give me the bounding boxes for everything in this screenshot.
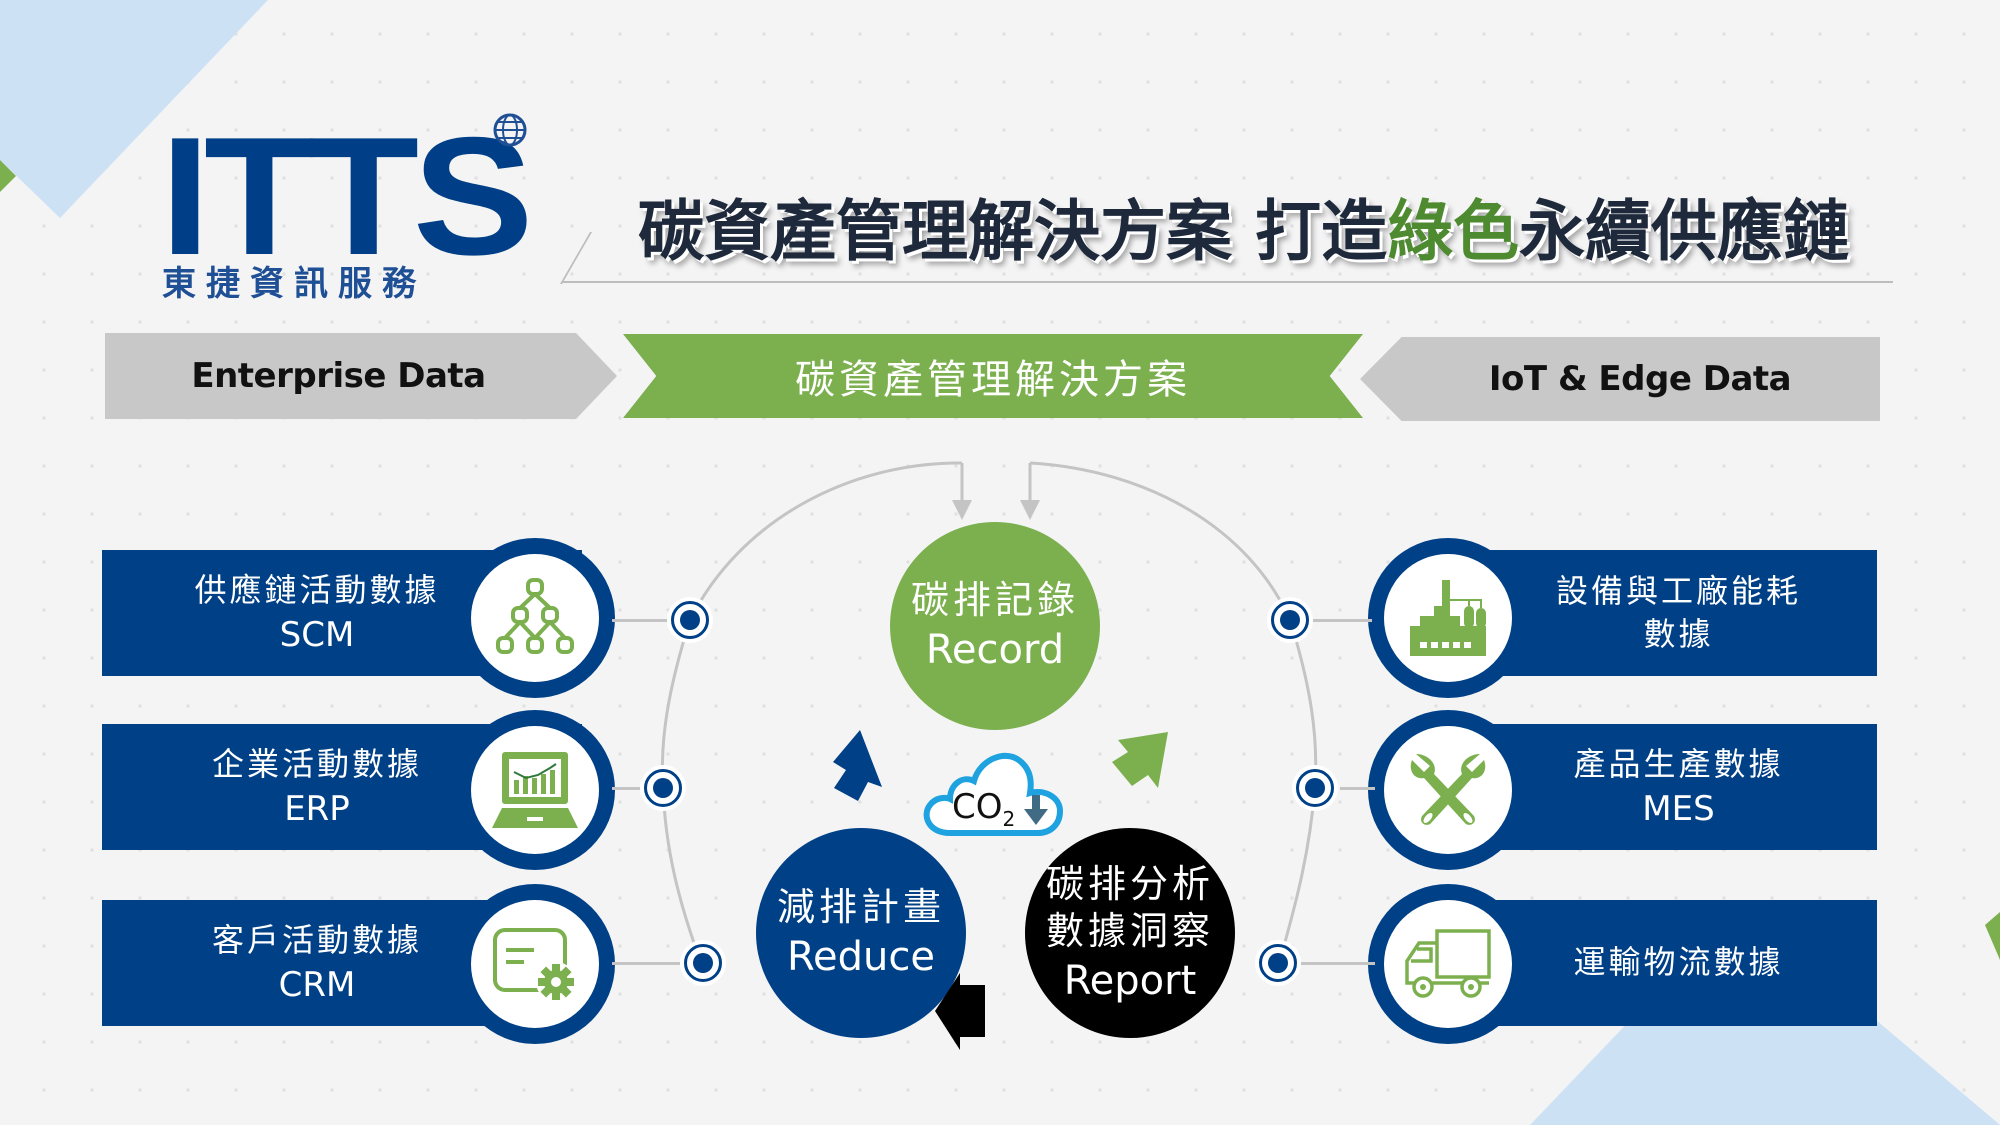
reduce-label-en: Reduce — [787, 933, 935, 980]
row-label-zh: 客戶活動數據 — [211, 921, 422, 960]
row-label-zh: 供應鏈活動數據 — [194, 571, 440, 610]
connector-node — [1255, 940, 1301, 986]
arrow-down-right-icon — [1112, 732, 1168, 788]
mes-icon-circle — [1368, 710, 1528, 870]
co2-text: CO — [952, 787, 1003, 827]
co2-cloud: CO2 — [920, 745, 1080, 840]
connector-node — [667, 597, 713, 643]
connector-line — [1310, 619, 1372, 622]
banner-left-label: Enterprise Data — [191, 356, 486, 396]
connector-line — [612, 962, 687, 965]
row-label-en: SCM — [279, 614, 355, 655]
row-label-en: MES — [1642, 788, 1715, 829]
reduce-label-zh: 減排計畫 — [776, 885, 945, 930]
banner-center-label: 碳資產管理解決方案 — [795, 357, 1191, 403]
scm-icon-circle — [455, 538, 615, 698]
report-label-zh-1: 碳排分析 — [1045, 861, 1214, 906]
connector-node — [1267, 597, 1313, 643]
row-label-zh: 產品生產數據 — [1573, 745, 1784, 784]
banner-enterprise-data: Enterprise Data — [105, 333, 617, 419]
row-label-zh: 運輸物流數據 — [1573, 943, 1784, 982]
row-label-en: CRM — [278, 964, 356, 1005]
crm-icon-circle — [455, 884, 615, 1044]
logistics-icon-circle — [1368, 884, 1528, 1044]
connector-line — [1340, 787, 1375, 790]
wrench-tools-icon — [1410, 754, 1486, 825]
co2-subscript: 2 — [1002, 806, 1016, 831]
connector-node — [1292, 765, 1338, 811]
co2-cloud-down-icon — [923, 752, 1064, 836]
connector-node — [640, 765, 686, 811]
factory-icon-circle — [1368, 538, 1528, 698]
title-part-1: 碳資產管理解決方案 打造 — [638, 193, 1387, 270]
supply-chain-hierarchy-icon — [496, 578, 574, 654]
globe-icon — [493, 113, 527, 147]
connector-line — [612, 787, 647, 790]
row-label-zh: 企業活動數據 — [211, 745, 422, 784]
itts-logo: ITTS — [160, 102, 534, 290]
row-label-sub: 數據 — [1643, 615, 1714, 653]
page-title: 碳資產管理解決方案 打造綠色永續供應鏈 — [638, 178, 1849, 274]
reduce-circle: 減排計畫 Reduce — [756, 828, 966, 1038]
arrow-left-icon — [935, 973, 985, 1050]
banner-iot-edge-data: IoT & Edge Data — [1360, 337, 1880, 421]
arrow-up-right-icon — [833, 730, 882, 801]
title-underline — [562, 281, 1893, 283]
report-label-en: Report — [1063, 957, 1197, 1004]
connector-node — [680, 940, 726, 986]
record-circle: 碳排記錄 Record — [890, 522, 1100, 730]
erp-icon-circle — [455, 710, 615, 870]
banner-right-label: IoT & Edge Data — [1488, 359, 1792, 399]
row-label-en: ERP — [284, 788, 350, 829]
logo-subtitle: 東捷資訊服務 — [162, 264, 426, 304]
record-label-en: Record — [925, 626, 1065, 673]
card-gear-icon — [493, 928, 576, 1002]
laptop-chart-icon — [492, 752, 578, 828]
connector-line — [1300, 962, 1375, 965]
truck-icon — [1405, 929, 1491, 998]
row-label-zh: 設備與工廠能耗 — [1555, 571, 1801, 610]
title-part-2: 永續供應鏈 — [1518, 193, 1849, 270]
record-label-zh: 碳排記錄 — [910, 578, 1079, 623]
co2-label: CO2 — [952, 787, 1015, 831]
title-highlight: 綠色 — [1386, 193, 1519, 270]
banner-solution: 碳資產管理解決方案 — [623, 334, 1363, 418]
factory-icon — [1410, 580, 1486, 656]
report-label-zh-2: 數據洞察 — [1045, 909, 1214, 953]
connector-line — [612, 619, 672, 622]
report-circle: 碳排分析 數據洞察 Report — [1025, 828, 1235, 1038]
